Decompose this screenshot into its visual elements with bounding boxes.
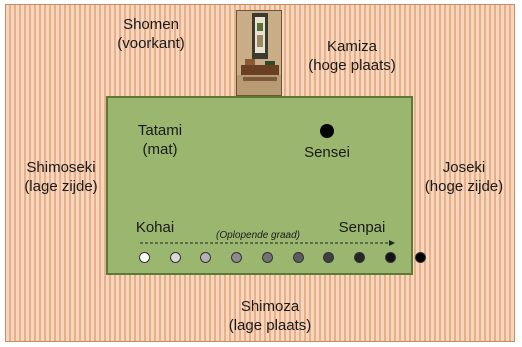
- shomen-subtitle: (voorkant): [117, 35, 185, 52]
- rank-dot: [139, 252, 150, 263]
- kohai-label: Kohai: [135, 219, 175, 236]
- tatami-title: Tatami: [137, 122, 183, 139]
- tatami-area: [106, 96, 413, 275]
- shimoza-subtitle: (lage plaats): [228, 317, 312, 334]
- rank-dot: [323, 252, 335, 263]
- rank-dot: [169, 252, 181, 263]
- tatami-subtitle: (mat): [142, 141, 178, 158]
- rank-dot: [384, 252, 396, 263]
- kamiza-shrine-drawing: [237, 11, 281, 95]
- kamiza-label: Kamiza (hoge plaats): [296, 37, 408, 75]
- shimoza-label: Shimoza (lage plaats): [210, 297, 330, 335]
- shomen-title: Shomen: [123, 16, 179, 33]
- shimoseki-subtitle: (lage zijde): [24, 178, 98, 195]
- joseki-title: Joseki: [442, 159, 486, 176]
- grade-note: (Oplopende graad): [216, 230, 300, 241]
- sensei-marker: [320, 124, 334, 138]
- rank-dot: [415, 252, 427, 263]
- ascending-grade-arrow: [140, 240, 395, 246]
- kamiza-shrine-image: [236, 10, 282, 96]
- shimoza-title: Shimoza: [240, 298, 300, 315]
- rank-dot: [261, 252, 273, 263]
- joseki-subtitle: (hoge zijde): [424, 178, 504, 195]
- kamiza-title: Kamiza: [326, 38, 378, 55]
- shimoseki-label: Shimoseki (lage zijde): [14, 158, 108, 196]
- rank-dot: [200, 252, 212, 263]
- rank-dot: [231, 252, 243, 263]
- shomen-label: Shomen (voorkant): [111, 15, 191, 53]
- sensei-label: Sensei: [304, 144, 350, 161]
- tatami-label: Tatami (mat): [130, 121, 190, 159]
- kamiza-subtitle: (hoge plaats): [308, 57, 396, 74]
- shimoseki-title: Shimoseki: [26, 159, 96, 176]
- rank-dot: [292, 252, 304, 263]
- rank-dot: [353, 252, 365, 263]
- joseki-label: Joseki (hoge zijde): [416, 158, 512, 196]
- senpai-label: Senpai: [338, 219, 386, 236]
